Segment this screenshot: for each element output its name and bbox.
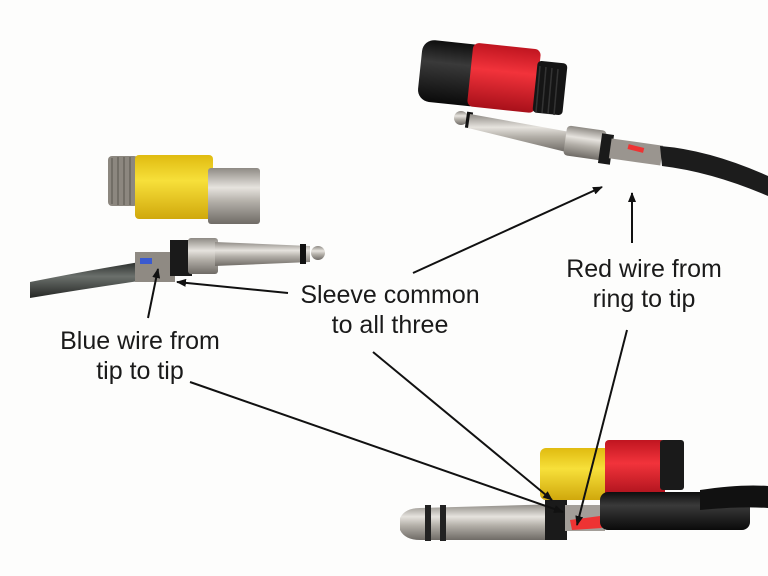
top-right-connector (418, 40, 768, 196)
bottom-right-connector (400, 440, 768, 541)
sleeve-arrow-left (176, 278, 289, 294)
blue-wire-arrow-up (147, 268, 161, 319)
blue-wire-label: Blue wire from tip to tip (52, 326, 228, 386)
blue-wire-arrow-bottom (189, 381, 564, 513)
sleeve-label-line1: Sleeve common (300, 281, 480, 309)
red-wire-label: Red wire from ring to tip (556, 254, 732, 314)
sleeve-label-line2: to all three (331, 311, 449, 339)
red-wire-label-line1: Red wire from (566, 255, 722, 283)
sleeve-arrow-bottom (372, 351, 553, 501)
blue-wire-label-line1: Blue wire from (60, 327, 220, 355)
sleeve-arrow-top-right (412, 186, 603, 274)
annotation-arrows (147, 186, 636, 526)
sleeve-label: Sleeve common to all three (292, 280, 488, 340)
top-left-connector (30, 155, 325, 298)
red-wire-label-line2: ring to tip (592, 285, 696, 313)
blue-wire-label-line2: tip to tip (96, 357, 184, 385)
red-wire-arrow-bottom (575, 329, 628, 526)
